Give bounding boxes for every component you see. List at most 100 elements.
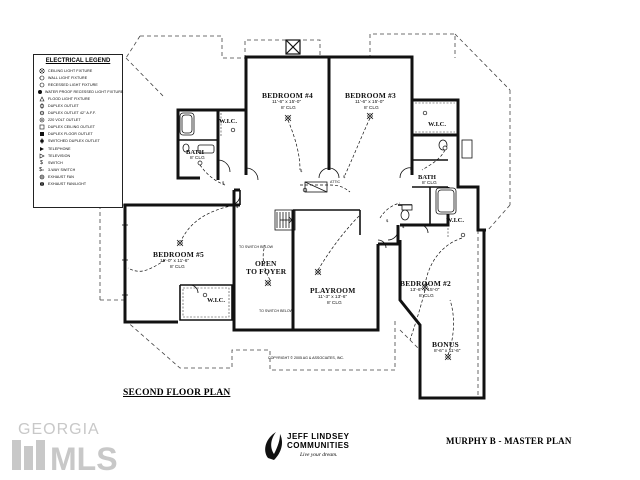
- georgia-mls-watermark: GEORGIA MLS: [12, 421, 118, 476]
- wic-top-right: W.I.C.: [428, 121, 447, 128]
- logo-line1: JEFF LINDSEY: [287, 432, 350, 441]
- plan-name: MURPHY B - MASTER PLAN: [446, 436, 572, 446]
- svg-text:$: $: [236, 204, 239, 209]
- legend-label: SWITCHED DUPLEX OUTLET: [48, 139, 100, 144]
- legend-item: DUPLEX OUTLET 42" A.F.F.: [34, 110, 122, 117]
- legend-item: TELEPHONE: [34, 145, 122, 152]
- svg-text:$: $: [386, 218, 389, 223]
- flood-light-icon: [37, 96, 46, 102]
- bath-fixtures: [179, 112, 473, 221]
- bath-left-clg: 8' CLG: [190, 156, 205, 161]
- staircase: [274, 209, 296, 231]
- legend-label: FLOOD LIGHT FIXTURE: [48, 96, 91, 101]
- electrical-legend: ELECTRICAL LEGEND CEILING LIGHT FIXTURE …: [33, 54, 123, 208]
- attic-label: ATTIC: [330, 180, 341, 184]
- legend-item: WALL LIGHT FIXTURE: [34, 74, 122, 81]
- jeff-lindsey-logo-mark: [265, 432, 282, 460]
- bedroom5-name: BEDROOM #5: [153, 250, 204, 259]
- bedroom3-dim: 11'-6" x 15'-0": [355, 100, 385, 105]
- legend-label: 220 VOLT OUTLET: [48, 118, 81, 123]
- switch-below-note-2: TO SWITCH BELOW: [259, 309, 294, 313]
- wic-right: W.I.C.: [446, 217, 465, 224]
- svg-text:$: $: [410, 166, 413, 171]
- bedroom5-dim: 15'-0" x 11'-6": [160, 259, 190, 264]
- copyright-note: COPYRIGHT © 2005 AG & ASSOCIATES, INC.: [268, 356, 345, 360]
- legend-item: EXHAUST FAN: [34, 173, 122, 180]
- bedroom2-dim: 13'-6" x 15'-0": [410, 288, 440, 293]
- switches: $ $ $ $ $ $ $: [222, 166, 413, 229]
- legend-item: SWITCHED DUPLEX OUTLET: [34, 138, 122, 145]
- legend-label: RECESSED LIGHT FIXTURE: [48, 82, 98, 87]
- switched-outlet-icon: [37, 138, 46, 145]
- 3-way-switch-icon: $3: [39, 166, 44, 173]
- wic-bottom-left: W.I.C.: [207, 297, 226, 304]
- duplex-outlet-42-icon: [37, 111, 46, 116]
- switch-below-note-1: TO SWITCH BELOW: [239, 245, 274, 249]
- exhaust-fan-icon: [37, 174, 46, 180]
- bedroom5-clg: 8' CLG: [170, 265, 185, 270]
- switch-icon: $: [40, 159, 43, 166]
- watermark-line1: GEORGIA: [18, 421, 100, 438]
- bonus-dim: 8'-6" x 11'-6": [434, 349, 461, 354]
- attic-access: [304, 181, 328, 193]
- bedroom3-name: BEDROOM #3: [345, 91, 396, 100]
- wall-light-icon: [37, 75, 46, 80]
- legend-item: TELEVISION: [34, 152, 122, 159]
- legend-label: DUPLEX CEILING OUTLET: [48, 125, 96, 130]
- playroom-clg: 8' CLG: [327, 301, 342, 306]
- legend-label: WALL LIGHT FIXTURE: [48, 75, 88, 80]
- legend-label: CEILING LIGHT FIXTURE: [48, 68, 93, 73]
- legend-label: TELEPHONE: [48, 146, 71, 151]
- window-marks: [122, 224, 128, 296]
- legend-label: SWITCH: [48, 160, 63, 165]
- open-to-foyer-line2: TO FOYER: [246, 267, 287, 276]
- logo-tagline: Live your dream.: [300, 452, 338, 458]
- open-to-foyer-line1: OPEN: [255, 259, 277, 268]
- legend-item: FLOOD LIGHT FIXTURE: [34, 95, 122, 102]
- legend-label: 3-WAY SWITCH: [48, 167, 76, 172]
- legend-item: 220 VOLT OUTLET: [34, 117, 122, 124]
- legend-item: $ SWITCH: [34, 159, 122, 166]
- legend-item: DUPLEX CEILING OUTLET: [34, 124, 122, 131]
- legend-item: $3 3-WAY SWITCH: [34, 166, 122, 173]
- recessed-light-icon: [37, 82, 46, 88]
- legend-title: ELECTRICAL LEGEND: [45, 58, 111, 64]
- plan-title: SECOND FLOOR PLAN: [123, 388, 231, 398]
- logo-line2: COMMUNITIES: [287, 441, 350, 450]
- light-fixtures: [176, 110, 466, 361]
- legend-label: DUPLEX OUTLET 42" A.F.F.: [48, 111, 96, 116]
- legend-item: DUPLEX FLOOR OUTLET: [34, 131, 122, 138]
- playroom-dim: 11'-3" x 13'-6": [318, 295, 348, 300]
- legend-item: DUPLEX OUTLET: [34, 102, 122, 110]
- telephone-icon: [37, 146, 46, 151]
- svg-text:$: $: [402, 224, 405, 229]
- playroom-name: PLAYROOM: [310, 286, 356, 295]
- bedroom3-clg: 8' CLG: [364, 106, 379, 111]
- svg-text:$: $: [300, 168, 303, 173]
- water-proof-light-icon: [37, 89, 43, 94]
- legend-label: TELEVISION: [48, 153, 71, 158]
- bedroom2-clg: 8' CLG: [419, 294, 434, 299]
- bath-left-name: BATH: [186, 149, 204, 156]
- svg-text:$: $: [222, 180, 225, 185]
- bath-right-clg: 8' CLG: [422, 181, 437, 186]
- 220-volt-outlet-icon: [37, 117, 46, 123]
- interior-walls: [178, 139, 448, 321]
- legend-list: CEILING LIGHT FIXTURE WALL LIGHT FIXTURE…: [34, 67, 124, 188]
- floor-outlet-icon: [37, 132, 46, 137]
- walls: [123, 55, 486, 400]
- bedroom4-clg: 8' CLG: [281, 106, 296, 111]
- bath-right-name: BATH: [418, 174, 436, 181]
- legend-label: DUPLEX FLOOR OUTLET: [48, 132, 93, 137]
- watermark-line2: MLS: [50, 441, 118, 476]
- legend-label: WATER PROOF RECESSED LIGHT FIXTURE: [45, 89, 124, 94]
- svg-text:$: $: [343, 174, 346, 179]
- ceiling-light-icon: [37, 68, 46, 74]
- electrical-circuits: [127, 117, 463, 356]
- legend-item: CEILING LIGHT FIXTURE: [34, 67, 122, 74]
- legend-item: RECESSED LIGHT FIXTURE: [34, 81, 122, 88]
- legend-label: DUPLEX OUTLET: [48, 104, 79, 109]
- legend-item: WATER PROOF RECESSED LIGHT FIXTURE: [34, 88, 124, 95]
- legend-label: EXHAUST FAN/LIGHT: [48, 182, 87, 187]
- bedroom2-name: BEDROOM #2: [400, 279, 451, 288]
